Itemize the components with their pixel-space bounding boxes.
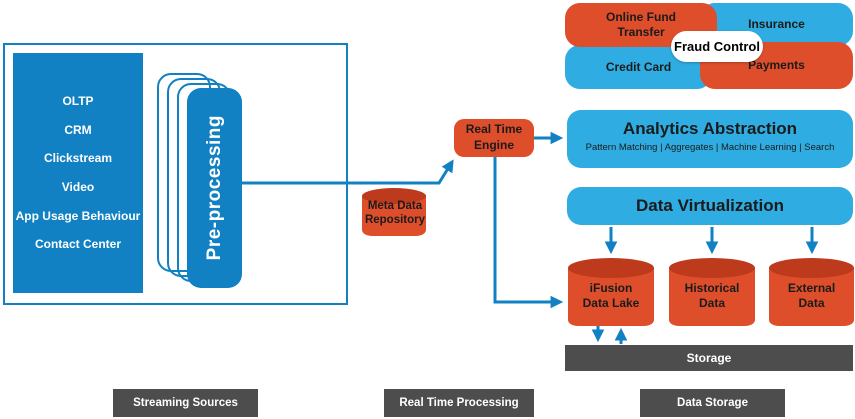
section-label-streaming-sources: Streaming Sources: [113, 389, 258, 417]
analytics-abstraction-subtitle: Pattern Matching | Aggregates | Machine …: [585, 142, 835, 153]
real-time-engine-node: Real Time Engine: [454, 119, 534, 157]
source-clickstream: Clickstream: [43, 151, 113, 166]
meta-data-repository-cylinder: Meta Data Repository: [362, 188, 426, 236]
external-data-label: External Data: [787, 281, 836, 310]
online-fund-transfer-label: Online Fund Transfer: [606, 10, 676, 39]
streaming-sources-section-text: Streaming Sources: [133, 397, 238, 409]
data-virtualization-title: Data Virtualization: [636, 196, 784, 215]
source-contact-center: Contact Center: [34, 237, 121, 252]
datalake-storage-exchange-arrows: [591, 326, 628, 344]
credit-card-label: Credit Card: [605, 59, 672, 74]
ifusion-data-lake-cylinder: iFusion Data Lake: [568, 258, 654, 326]
historical-data-label: Historical Data: [684, 281, 740, 310]
credit-card-box: Credit Card: [565, 45, 712, 89]
source-video: Video: [61, 180, 95, 194]
external-data-cylinder: External Data: [769, 258, 854, 326]
section-label-data-storage: Data Storage: [640, 389, 785, 417]
analytics-abstraction-title: Analytics Abstraction: [622, 119, 798, 138]
source-crm: CRM: [64, 122, 92, 137]
source-app-usage: App Usage Behaviour: [15, 208, 141, 223]
data-storage-section-text: Data Storage: [677, 397, 748, 409]
ifusion-data-lake-label: iFusion Data Lake: [582, 281, 640, 310]
fraud-control-pill: Fraud Control: [671, 31, 763, 62]
rte-to-datalake-arrow: [493, 157, 564, 309]
real-time-processing-section-text: Real Time Processing: [399, 397, 519, 409]
payments-label: Payments: [748, 58, 805, 72]
analytics-abstraction-banner: Analytics Abstraction Pattern Matching |…: [567, 110, 853, 168]
online-fund-transfer-box: Online Fund Transfer: [565, 3, 717, 47]
preprocessing-node: Pre-processing: [187, 88, 242, 288]
data-virtualization-banner: Data Virtualization: [567, 187, 853, 225]
fraud-control-label: Fraud Control: [674, 39, 760, 54]
source-list-panel: OLTP CRM Clickstream Video App Usage Beh…: [13, 53, 143, 293]
virtualization-to-cylinder-arrows: [604, 227, 819, 255]
source-oltp: OLTP: [62, 94, 94, 109]
section-label-real-time-processing: Real Time Processing: [384, 389, 534, 417]
storage-bar-label: Storage: [686, 351, 732, 365]
preprocessing-label: Pre-processing: [203, 115, 225, 261]
storage-bar: Storage: [565, 345, 853, 371]
meta-data-repository-label: Meta Data Repository: [364, 200, 426, 227]
insurance-label: Insurance: [748, 17, 805, 31]
historical-data-cylinder: Historical Data: [669, 258, 755, 326]
real-time-engine-label: Real Time Engine: [465, 122, 523, 152]
